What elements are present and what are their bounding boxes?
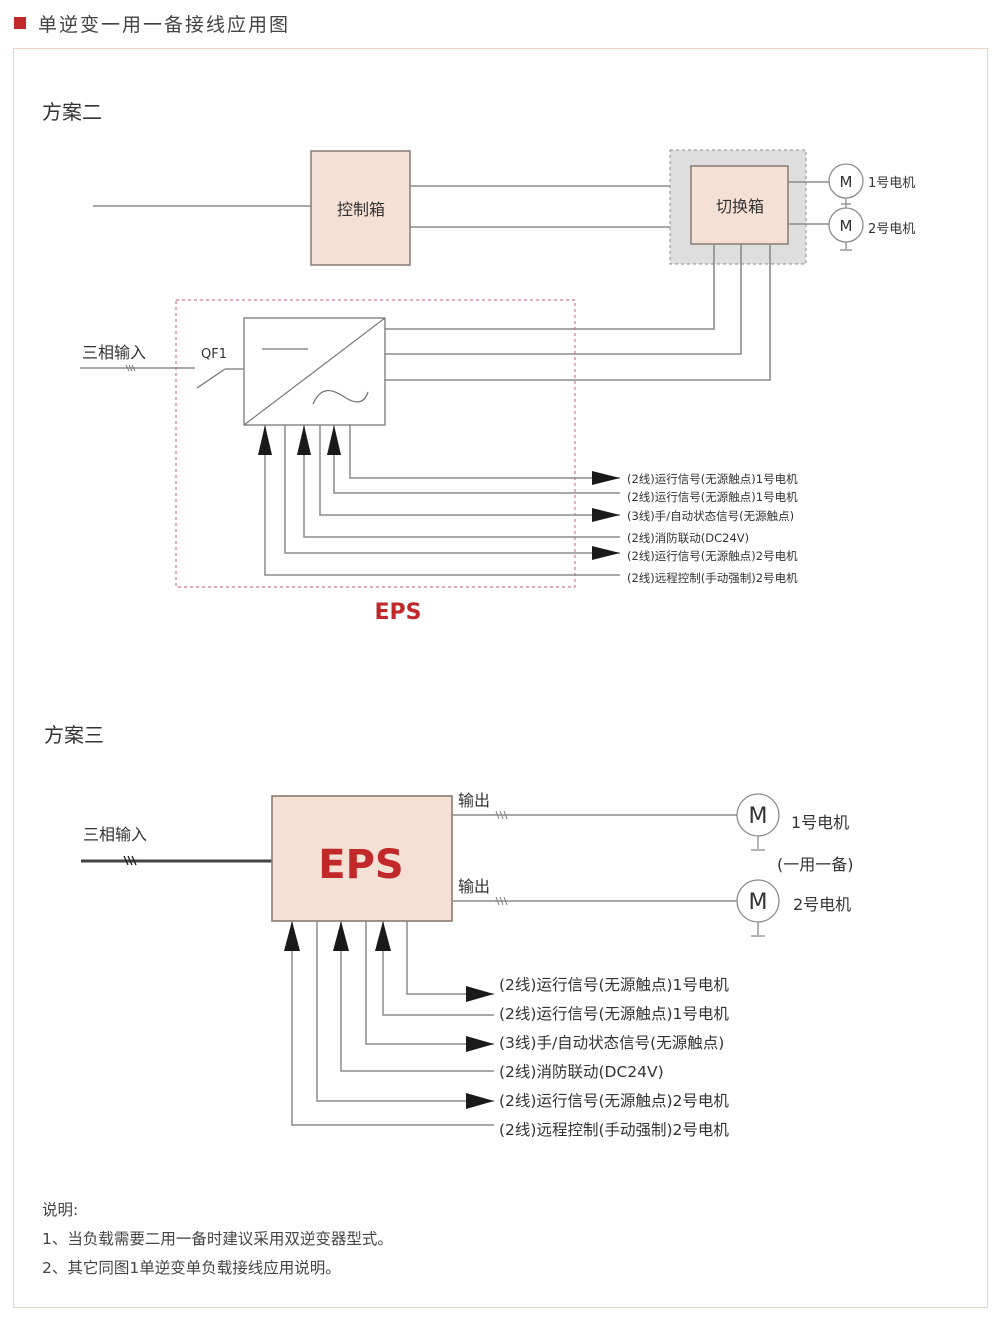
signal-label: (2线)运行信号(无源触点)2号电机 bbox=[499, 1092, 729, 1110]
scheme2-input-label: 三相输入 bbox=[82, 343, 146, 362]
arrow-up-icon bbox=[284, 921, 300, 951]
scheme3-motor1-label: 1号电机 bbox=[791, 813, 849, 832]
scheme3-input-label: 三相输入 bbox=[83, 825, 147, 844]
scheme3-motor2-label: 2号电机 bbox=[793, 895, 851, 914]
arrow-up-icon bbox=[327, 425, 341, 455]
scheme3-title: 方案三 bbox=[44, 723, 104, 747]
scheme3-signal-labels: (2线)运行信号(无源触点)1号电机 (2线)运行信号(无源触点)1号电机 (3… bbox=[499, 976, 729, 1139]
motor-symbol: M bbox=[840, 217, 853, 235]
arrow-right-icon bbox=[592, 508, 620, 522]
output1-label: 输出 bbox=[458, 791, 490, 810]
eps-enclosure bbox=[175, 299, 576, 588]
scheme2-signal-lines bbox=[258, 425, 620, 576]
switch-box-group: 切换箱 bbox=[669, 149, 807, 265]
arrow-right-icon bbox=[466, 1036, 494, 1052]
signal-line-input bbox=[327, 425, 620, 494]
signal-line-output bbox=[349, 425, 620, 485]
arrow-right-icon bbox=[592, 546, 620, 560]
arrow-right-icon bbox=[466, 1093, 494, 1109]
standby-note: (一用一备) bbox=[777, 855, 854, 874]
scheme3-eps-label: EPS bbox=[318, 842, 403, 888]
signal-label: (2线)运行信号(无源触点)2号电机 bbox=[627, 549, 798, 563]
signal-label: (2线)运行信号(无源触点)1号电机 bbox=[499, 1005, 729, 1023]
control-box-label: 控制箱 bbox=[337, 200, 385, 219]
scheme2-motor2-label: 2号电机 bbox=[868, 222, 915, 237]
signal-line-output bbox=[316, 921, 494, 1109]
switch-box bbox=[690, 165, 789, 245]
scheme3-motor2: M bbox=[736, 879, 780, 937]
scheme2-signal-labels: (2线)运行信号(无源触点)1号电机 (2线)运行信号(无源触点)1号电机 (3… bbox=[627, 472, 798, 585]
signal-line-input bbox=[258, 425, 620, 576]
inverter-output-line-2 bbox=[385, 244, 742, 355]
three-phase-tick-icon bbox=[495, 810, 508, 820]
arrow-right-icon bbox=[466, 986, 494, 1002]
signal-label: (2线)运行信号(无源触点)1号电机 bbox=[499, 976, 729, 994]
signal-label: (2线)消防联动(DC24V) bbox=[499, 1063, 664, 1081]
scheme2-motor1-label: 1号电机 bbox=[868, 176, 915, 191]
signal-line-input bbox=[375, 921, 494, 1016]
signal-label: (3线)手/自动状态信号(无源触点) bbox=[499, 1034, 724, 1052]
motor-symbol: M bbox=[749, 804, 768, 829]
signal-line-input bbox=[297, 425, 620, 538]
signal-line-input bbox=[284, 921, 494, 1126]
signal-line-input bbox=[333, 921, 494, 1072]
scheme2-eps-label: EPS bbox=[375, 600, 422, 625]
three-phase-tick-icon bbox=[123, 855, 137, 866]
arrow-up-icon bbox=[375, 921, 391, 951]
signal-line-output bbox=[365, 921, 494, 1052]
output2-label: 输出 bbox=[458, 877, 490, 896]
scheme2-title: 方案二 bbox=[42, 100, 102, 124]
control-box: 控制箱 bbox=[310, 150, 411, 266]
notes: 说明: 1、当负载需要二用一备时建议采用双逆变器型式。 2、其它同图1单逆变单负… bbox=[42, 1196, 393, 1283]
signal-label: (3线)手/自动状态信号(无源触点) bbox=[627, 509, 794, 523]
arrow-up-icon bbox=[258, 425, 272, 455]
scheme3-eps-box: EPS bbox=[271, 795, 453, 922]
inverter-output-line-3 bbox=[385, 244, 771, 381]
scheme3-motor1: M bbox=[736, 793, 780, 851]
scheme2-motor1: M bbox=[828, 163, 864, 199]
scheme2-motor2: M bbox=[828, 207, 864, 243]
scheme3-signal-lines bbox=[284, 921, 494, 1126]
three-phase-tick-icon bbox=[495, 896, 508, 906]
diagram-frame bbox=[13, 48, 988, 1308]
signal-line-output bbox=[319, 425, 620, 522]
arrow-right-icon bbox=[592, 471, 620, 485]
arrow-up-icon bbox=[333, 921, 349, 951]
signal-label: (2线)运行信号(无源触点)1号电机 bbox=[627, 472, 798, 486]
switch-box-label: 切换箱 bbox=[716, 197, 764, 216]
note-item: 2、其它同图1单逆变单负载接线应用说明。 bbox=[42, 1259, 341, 1277]
inverter-output-line-1 bbox=[385, 244, 715, 330]
red-square-icon bbox=[14, 17, 26, 29]
note-item: 1、当负载需要二用一备时建议采用双逆变器型式。 bbox=[42, 1230, 393, 1248]
breaker-label: QF1 bbox=[201, 347, 227, 362]
arrow-up-icon bbox=[297, 425, 311, 455]
signal-label: (2线)运行信号(无源触点)1号电机 bbox=[627, 490, 798, 504]
notes-title: 说明: bbox=[42, 1201, 79, 1219]
section-header: 单逆变一用一备接线应用图 bbox=[14, 10, 290, 36]
signal-label: (2线)远程控制(手动强制)2号电机 bbox=[627, 571, 798, 585]
signal-line-output bbox=[406, 921, 494, 1002]
motor-symbol: M bbox=[749, 890, 768, 915]
signal-line-output bbox=[284, 425, 620, 560]
three-phase-tick-icon bbox=[125, 364, 136, 372]
motor-symbol: M bbox=[840, 173, 853, 191]
breaker-switch-icon bbox=[196, 368, 226, 389]
signal-label: (2线)消防联动(DC24V) bbox=[627, 531, 749, 545]
inverter-icon bbox=[243, 317, 386, 426]
signal-label: (2线)远程控制(手动强制)2号电机 bbox=[499, 1121, 729, 1139]
section-title: 单逆变一用一备接线应用图 bbox=[38, 13, 291, 36]
